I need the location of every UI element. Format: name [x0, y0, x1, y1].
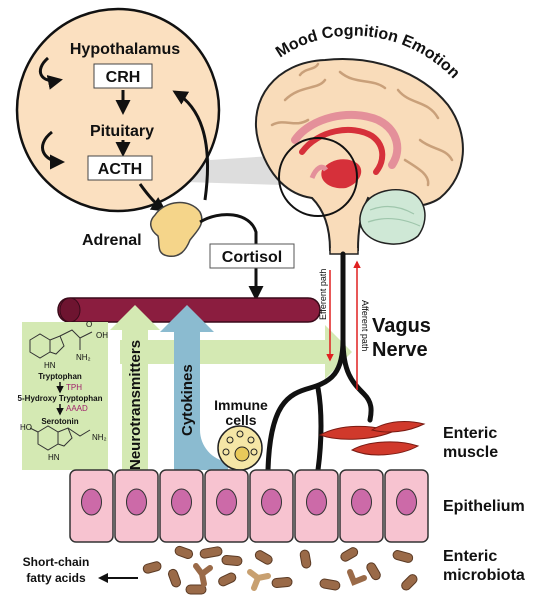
vagus-nerve: Efferent path Afferent path [265, 251, 374, 473]
serotonin-pathway: O OH NH₂ HN Tryptophan TPH 5-Hydroxy Try… [18, 320, 109, 462]
cell-nucleus [396, 488, 417, 516]
enteric-microbiota-label-2: microbiota [443, 567, 525, 584]
feedback-arrow-1 [38, 56, 63, 90]
hpa-axis-panel: Hypothalamus CRH Pituitary ACTH [15, 7, 221, 213]
cell-nucleus [216, 488, 237, 516]
hn-label: HN [44, 361, 56, 370]
cell-nucleus [351, 488, 372, 516]
aaad-label: AAAD [66, 404, 88, 413]
epithelium-label: Epithelium [443, 498, 525, 515]
cortisol-label: Cortisol [222, 249, 282, 266]
enteric-muscle-label-1: Enteric [443, 425, 497, 442]
feedback-arrow-2 [41, 130, 65, 170]
serotonin-hn-label: HN [48, 453, 60, 462]
vagus-label-1: Vagus [372, 315, 431, 337]
cingulate [291, 110, 402, 169]
cell-nucleus [261, 488, 282, 516]
adrenal-gland [150, 201, 203, 258]
cell-nucleus [126, 488, 147, 516]
thalamus [321, 159, 362, 189]
vagus-label-2: Nerve [372, 339, 428, 361]
hypothalamus-label: Hypothalamus [70, 41, 180, 58]
hypothalamus-region [309, 164, 329, 180]
vagus-branch-epithelium [315, 385, 324, 473]
cerebellum [359, 189, 426, 245]
efferent-label: Efferent path [318, 269, 328, 320]
adrenal-label: Adrenal [82, 232, 142, 249]
pituitary-label: Pituitary [90, 123, 154, 140]
hydroxy-label: 5-Hydroxy Tryptophan [18, 394, 103, 403]
nh2-label: NH₂ [76, 353, 91, 362]
enteric-muscle-label-2: muscle [443, 444, 498, 461]
brain [255, 58, 464, 255]
zoom-circle [278, 137, 358, 217]
cortisol-arrow [199, 213, 264, 301]
cortisol-feedback-arrow [172, 90, 209, 201]
enteric-muscle-cells [318, 421, 426, 456]
enteric-microbiota-label-1: Enteric [443, 548, 497, 565]
brain-gyri [270, 62, 454, 187]
scfa-label-2: fatty acids [26, 571, 86, 585]
scfa-label-1: Short-chain [23, 555, 90, 569]
tph-label: TPH [66, 383, 82, 392]
cell-nucleus [81, 488, 102, 516]
serotonin-structure [29, 425, 91, 451]
signal-arrow [120, 325, 352, 379]
immune-cell [217, 425, 263, 471]
serotonin-nh2-label: NH₂ [92, 433, 107, 442]
cytokines-label: Cytokines [179, 364, 196, 436]
acth-box [87, 155, 153, 181]
acth-label: ACTH [98, 161, 142, 178]
serotonin-label: Serotonin [41, 417, 78, 426]
ho-label: HO [20, 423, 32, 432]
enteric-microbiota [142, 545, 418, 595]
cytokines-arrow [160, 305, 228, 470]
cell-nucleus [171, 488, 192, 516]
vagus-trunk-left [265, 251, 346, 473]
cell-nucleus [306, 488, 327, 516]
immune-label-2: cells [225, 412, 256, 428]
tryptophan-structure [29, 329, 93, 359]
neurotransmitters-label: Neurotransmitters [127, 340, 144, 470]
immune-label-1: Immune [214, 397, 268, 413]
afferent-label: Afferent path [360, 300, 370, 351]
tryptophan-label: Tryptophan [38, 372, 82, 381]
vagus-branch-muscle [340, 337, 374, 423]
epithelium-layer [69, 469, 429, 543]
o-label: O [86, 320, 92, 329]
crh-box [93, 63, 153, 89]
hpa-circle [15, 7, 221, 213]
cortisol-box [209, 243, 295, 269]
oh-label: OH [96, 331, 108, 340]
crh-label: CRH [106, 69, 141, 86]
